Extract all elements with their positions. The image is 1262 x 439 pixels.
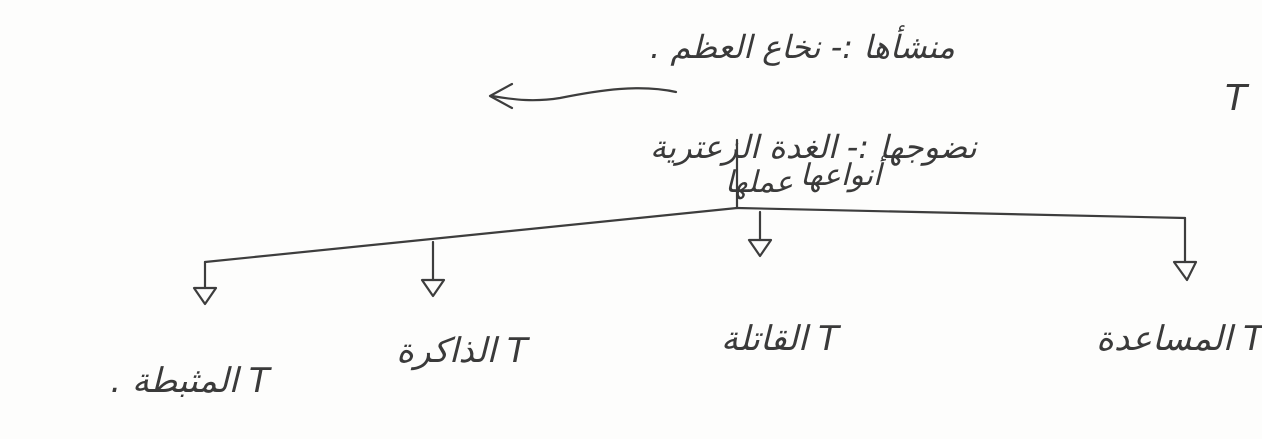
origin-note: منشأها :- نخاع العظم . [650, 25, 955, 66]
connector-child-2 [747, 210, 773, 258]
maturation-note: نضوجها :- الغدة الزعترية [650, 128, 978, 166]
child-label-killer: T القاتلة [721, 319, 841, 359]
child-label-helper: T المساعدة [1096, 319, 1262, 359]
notes-arrowhead [488, 82, 514, 110]
branch-left-line [203, 206, 739, 264]
child-label-memory: T الذاكرة [396, 331, 530, 371]
root-title: آليه عمل خلايا ليمفيه T [1225, 76, 1262, 119]
connector-child-3 [420, 240, 446, 298]
notes-arrow-line [490, 87, 678, 102]
connector-child-1 [1172, 216, 1198, 282]
branch-label-function: عملها [725, 165, 793, 200]
connector-child-4 [192, 260, 218, 306]
branch-label-types: أنواعها [800, 155, 887, 193]
child-label-suppressor: T المثبطة . [110, 361, 272, 401]
branch-right-line [735, 206, 1187, 220]
